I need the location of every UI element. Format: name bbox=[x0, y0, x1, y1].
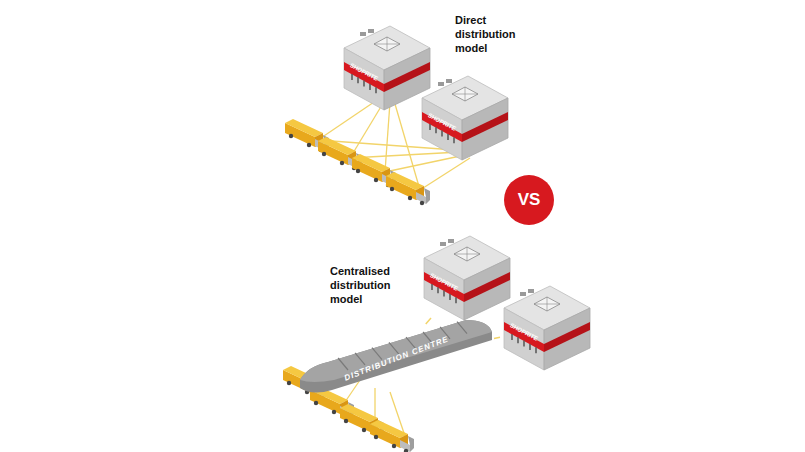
store-node: SHOPRITE bbox=[418, 72, 510, 164]
model-heading: Direct distribution model bbox=[455, 14, 545, 55]
supply-line-stroke bbox=[494, 337, 500, 338]
sign-holder: DISTRIBUTION CENTRE bbox=[298, 318, 494, 398]
vs-text: VS bbox=[503, 174, 555, 226]
supply-line bbox=[426, 318, 431, 324]
model-heading: Centralised distribution model bbox=[330, 265, 420, 306]
building-sign: DISTRIBUTION CENTRE bbox=[343, 334, 450, 382]
distribution-centre: DISTRIBUTION CENTRE bbox=[298, 318, 494, 398]
store-node: SHOPRITE bbox=[340, 22, 432, 114]
store-node: SHOPRITE bbox=[420, 232, 512, 324]
vs-badge: VS bbox=[503, 174, 555, 226]
store-node: SHOPRITE bbox=[500, 282, 592, 374]
supply-line bbox=[494, 337, 500, 338]
supply-line-stroke bbox=[426, 318, 431, 324]
